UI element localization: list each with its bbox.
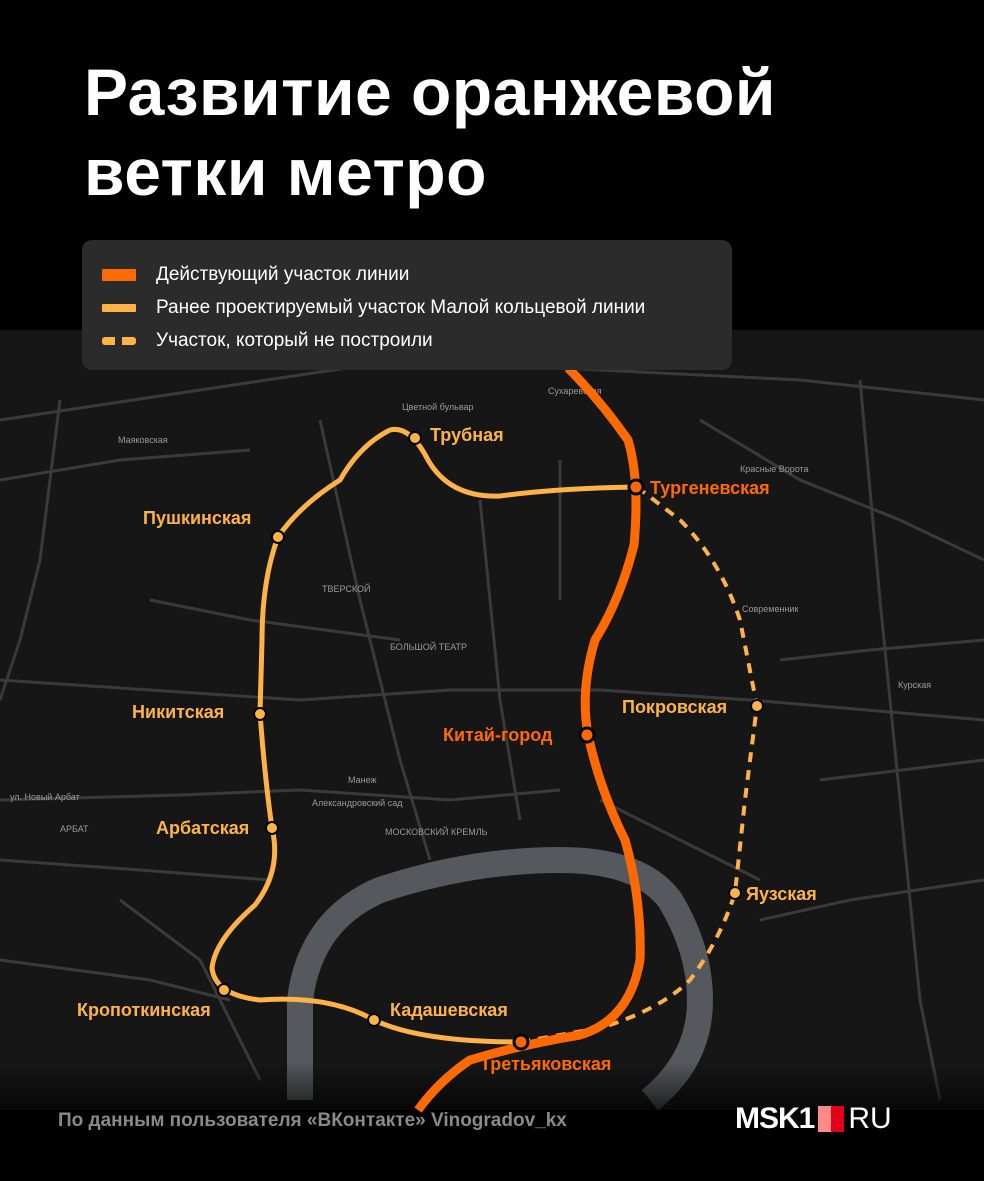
station-pushkinskaya[interactable]: Пушкинская [143,508,285,544]
svg-text:Третьяковская: Третьяковская [480,1054,611,1074]
map-label-sovremennik: Современник [742,604,798,614]
svg-text:Китай-город: Китай-город [443,725,553,745]
station-kitay-gorod[interactable]: Китай-город [443,725,596,745]
stations: Трубная Тургеневская Пушкинская Никитска… [77,425,817,1074]
map-label-kursk: Курская [898,680,931,690]
map-label-bolshoy: БОЛЬШОЙ ТЕАТР [390,641,467,652]
map-label-arbat: АРБАТ [60,824,89,834]
svg-text:Кропоткинская: Кропоткинская [77,1000,211,1020]
svg-text:Никитская: Никитская [132,702,224,722]
station-tretyakovskaya[interactable]: Третьяковская [480,1033,611,1074]
station-trubnaya[interactable]: Трубная [408,425,504,445]
station-kadashevskaya[interactable]: Кадашевская [367,1000,508,1027]
dashed-swatch-icon [102,336,136,345]
operating-swatch-icon [102,268,136,281]
map-label-novy-arbat: ул. Новый Арбат [10,792,80,802]
map-label-mayakovskaya: Маяковская [118,435,168,445]
map-label-sukharevskaya: Сухаревская [548,386,602,396]
station-arbatskaya[interactable]: Арбатская [156,818,279,838]
logo-square-icon [818,1106,845,1132]
svg-text:Трубная: Трубная [430,425,504,445]
svg-text:Покровская: Покровская [622,697,727,717]
unbuilt-section-line [519,485,760,1044]
source-credit: По данным пользователя «ВКонтакте» Vinog… [58,1110,567,1131]
map-label-manezh: Манеж [348,775,377,785]
station-kropotkinskaya[interactable]: Кропоткинская [77,983,231,1020]
map-label-tverskoy: ТВЕРСКОЙ [322,583,371,594]
map-label-krasnye-vorota: Красные Ворота [740,464,809,474]
station-pokrovskaya[interactable]: Покровская [622,697,764,717]
station-turgenevskaya[interactable]: Тургеневская [627,478,770,498]
legend-item-unbuilt: Участок, который не построили [102,324,712,357]
svg-text:Кадашевская: Кадашевская [390,1000,508,1020]
station-nikitskaya[interactable]: Никитская [132,702,267,722]
svg-text:Яузская: Яузская [746,884,817,904]
legend-item-planned: Ранее проектируемый участок Малой кольце… [102,291,712,324]
station-yauzskaya[interactable]: Яузская [728,884,817,904]
map-label-alex-garden: Александровский сад [312,798,403,808]
legend-item-operating: Действующий участок линии [102,258,712,291]
svg-text:Пушкинская: Пушкинская [143,508,251,528]
map-label-kremlin: МОСКОВСКИЙ КРЕМЛЬ [385,826,488,837]
legend: Действующий участок линии Ранее проектир… [82,240,732,370]
svg-text:Тургеневская: Тургеневская [650,478,770,498]
map-label-tsvetnoy: Цветной бульвар [402,402,474,412]
svg-text:Арбатская: Арбатская [156,818,249,838]
planned-swatch-icon [102,303,136,312]
